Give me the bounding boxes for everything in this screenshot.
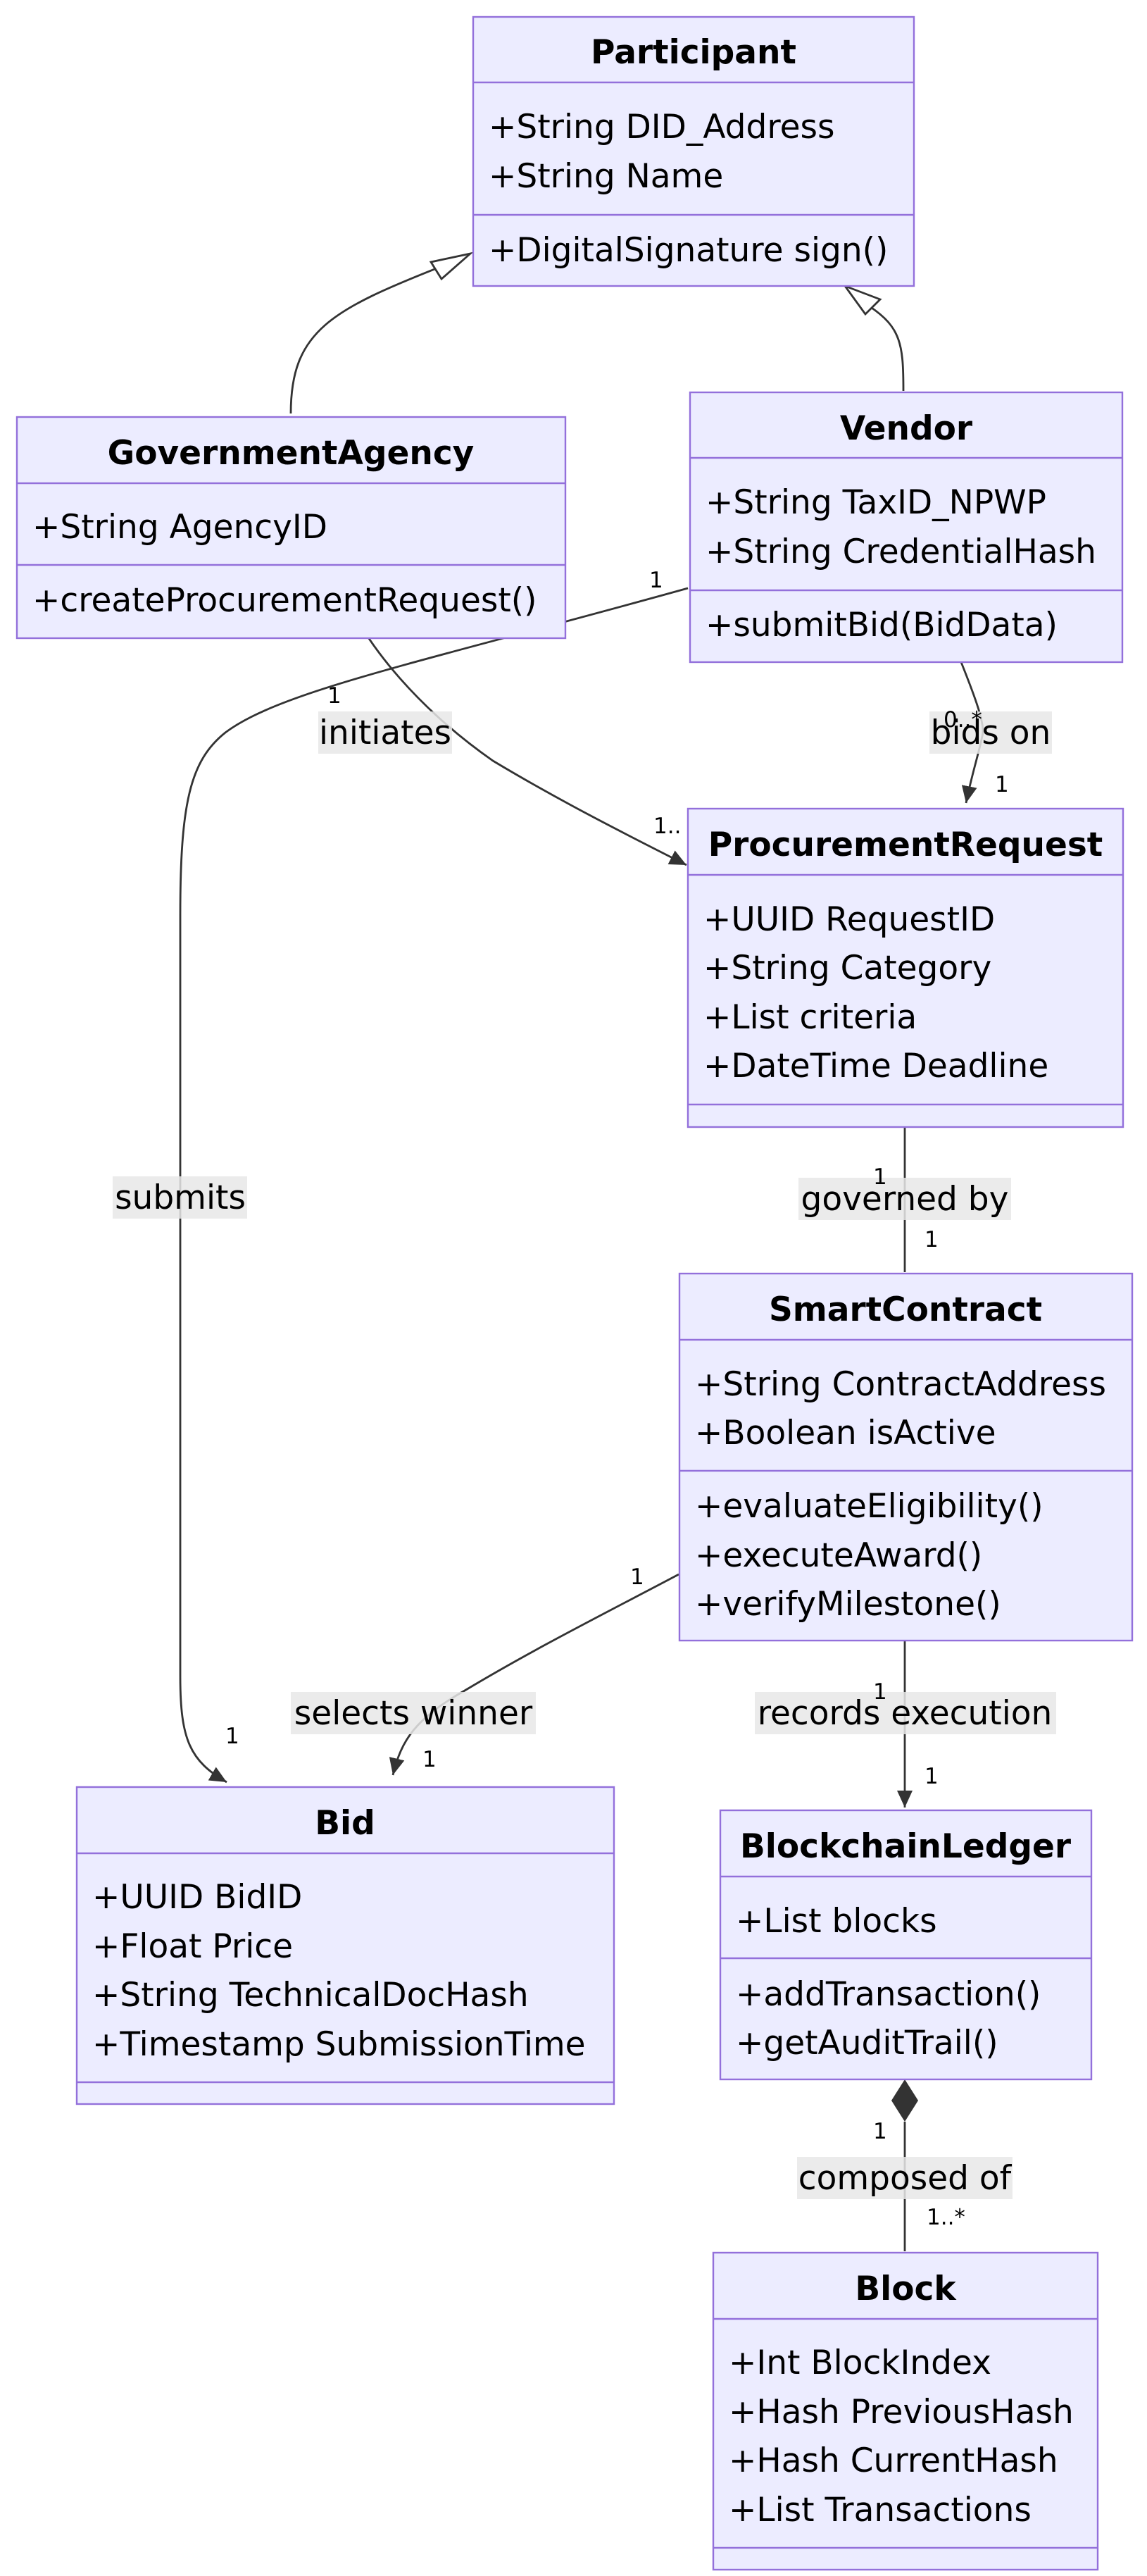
- edge-bids-on: bids on 0..* 1: [929, 661, 1052, 804]
- inheritance-governmentagency-participant: [289, 251, 474, 414]
- class-title: SmartContract: [769, 1290, 1042, 1329]
- class-title: ProcurementRequest: [708, 826, 1103, 864]
- edge-composed-of: composed of 1 1..*: [797, 2079, 1013, 2251]
- class-method: +addTransaction(): [736, 1975, 1041, 2014]
- class-smartcontract[interactable]: SmartContract +String ContractAddress +B…: [678, 1272, 1134, 1642]
- card-submits-from: 1: [649, 568, 663, 593]
- class-title: Block: [855, 2270, 957, 2308]
- class-method: +createProcurementRequest(): [32, 581, 537, 620]
- edge-label-selects-winner: selects winner: [294, 1694, 533, 1733]
- class-attribute: +Timestamp SubmissionTime: [92, 2025, 586, 2064]
- class-procurementrequest[interactable]: ProcurementRequest +UUID RequestID +Stri…: [687, 807, 1124, 1128]
- class-block[interactable]: Block +Int BlockIndex +Hash PreviousHash…: [712, 2251, 1099, 2571]
- class-attribute: +List Transactions: [729, 2491, 1032, 2530]
- class-method: +executeAward(): [695, 1536, 982, 1575]
- class-bid[interactable]: Bid +UUID BidID +Float Price +String Tec…: [75, 1786, 615, 2105]
- class-vendor[interactable]: Vendor +String TaxID_NPWP +String Creden…: [689, 391, 1124, 664]
- edge-governed-by: governed by 1 1: [798, 1127, 1011, 1272]
- card-governed-by-from: 1: [873, 1164, 887, 1190]
- class-method: +submitBid(BidData): [706, 606, 1058, 645]
- card-composed-of-to: 1..*: [927, 2205, 965, 2230]
- edge-submits: submits 1 1: [113, 568, 689, 1784]
- card-selects-winner-to: 1: [422, 1747, 437, 1772]
- class-title: Participant: [591, 33, 796, 72]
- composition-diamond-icon: [891, 2079, 918, 2122]
- card-selects-winner-from: 1: [630, 1564, 644, 1590]
- class-attribute: +UUID RequestID: [703, 900, 995, 939]
- card-records-execution-to: 1: [925, 1764, 939, 1789]
- class-attribute: +Boolean isActive: [695, 1414, 996, 1452]
- class-attribute: +Hash PreviousHash: [729, 2393, 1074, 2432]
- class-method: +getAuditTrail(): [736, 2024, 998, 2062]
- class-blockchainledger[interactable]: BlockchainLedger +List blocks +addTransa…: [719, 1809, 1093, 2081]
- class-attribute: +Float Price: [92, 1927, 293, 1966]
- edge-label-composed-of: composed of: [798, 2159, 1013, 2198]
- class-title: Bid: [315, 1804, 375, 1843]
- class-method: +DigitalSignature sign(): [489, 231, 888, 270]
- card-governed-by-to: 1: [925, 1227, 939, 1252]
- class-method: +verifyMilestone(): [695, 1585, 1001, 1624]
- class-attribute: +DateTime Deadline: [703, 1047, 1048, 1085]
- class-title: GovernmentAgency: [108, 434, 475, 473]
- inheritance-vendor-participant: [842, 284, 905, 392]
- class-attribute: +String TaxID_NPWP: [706, 483, 1046, 522]
- class-attribute: +String CredentialHash: [706, 533, 1096, 571]
- class-participant[interactable]: Participant +String DID_Address +String …: [472, 15, 915, 287]
- card-bids-on-to: 1: [995, 772, 1009, 797]
- class-attribute: +Int BlockIndex: [729, 2344, 991, 2382]
- class-attribute: +String Name: [489, 157, 723, 196]
- class-attribute: +String Category: [703, 949, 991, 988]
- edge-initiates: initiates 1 1..: [318, 587, 687, 866]
- class-governmentagency[interactable]: GovernmentAgency +String AgencyID +creat…: [15, 416, 567, 640]
- edge-label-bids-on: bids on: [931, 714, 1051, 752]
- edge-label-submits: submits: [115, 1178, 246, 1217]
- edge-selects-winner: selects winner 1 1: [291, 1564, 679, 1776]
- edge-label-records-execution: records execution: [758, 1694, 1053, 1733]
- edge-records-execution: records execution 1 1: [755, 1641, 1056, 1807]
- edge-label-governed-by: governed by: [801, 1180, 1009, 1219]
- class-attribute: +String ContractAddress: [695, 1365, 1106, 1404]
- class-attribute: +Hash CurrentHash: [729, 2441, 1058, 2480]
- card-initiates-from: 1: [327, 683, 341, 709]
- class-attribute: +String DID_Address: [489, 108, 835, 147]
- card-initiates-to: 1..: [653, 814, 681, 839]
- class-attribute: +String AgencyID: [32, 508, 327, 547]
- edge-label-initiates: initiates: [319, 714, 451, 752]
- class-title: BlockchainLedger: [740, 1827, 1072, 1866]
- class-title: Vendor: [840, 409, 973, 448]
- card-bids-on-from: 0..*: [944, 707, 982, 733]
- card-submits-to: 1: [225, 1724, 239, 1749]
- card-composed-of-from: 1: [873, 2119, 887, 2144]
- class-method: +evaluateEligibility(): [695, 1487, 1043, 1526]
- card-records-execution-from: 1: [873, 1679, 887, 1705]
- class-attribute: +List blocks: [736, 1902, 937, 1941]
- class-attribute: +UUID BidID: [92, 1878, 302, 1917]
- class-attribute: +String TechnicalDocHash: [92, 1976, 529, 2015]
- class-attribute: +List criteria: [703, 998, 917, 1037]
